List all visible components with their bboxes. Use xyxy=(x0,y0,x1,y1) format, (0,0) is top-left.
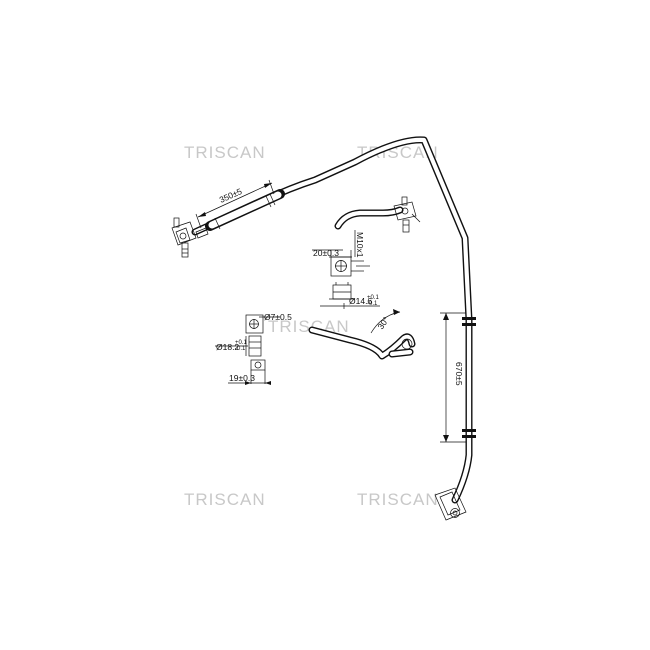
label-fitting-a-tol-lo: -0.1 xyxy=(367,301,378,307)
dim-main-hose-length: 670±5 xyxy=(440,312,466,443)
label-fitting-a-size: 20±0.3 xyxy=(313,248,339,258)
fitting-b-detail: Ø7±0.5 Ø18.2 +0.1 -0.1 19±0.3 xyxy=(215,312,292,385)
left-end-fitting xyxy=(171,217,209,258)
dim-angle: 30° xyxy=(370,309,401,334)
watermark-bottom-left: TRISCAN xyxy=(184,490,266,509)
label-fitting-b-bore: Ø7±0.5 xyxy=(264,312,292,322)
label-fitting-a-tol-hi: +0.1 xyxy=(367,295,380,301)
fitting-a-detail: 20±0.3 M10x1 Ø14.6 +0.1 -0.1 xyxy=(312,230,380,309)
label-main-hose-length: 670±5 xyxy=(454,362,464,386)
label-fitting-a-diameter: Ø14.6 xyxy=(349,296,372,306)
upper-small-pipe xyxy=(334,196,421,233)
middle-small-pipe xyxy=(308,326,416,360)
label-fitting-a-thread: M10x1 xyxy=(355,232,365,258)
bottom-end-fitting xyxy=(434,487,467,521)
label-angle: 30° xyxy=(375,315,391,331)
label-fitting-b-tol-hi: +0.1 xyxy=(235,340,248,346)
label-fitting-b-diameter: Ø18.2 xyxy=(216,342,239,352)
watermark-top-left: TRISCAN xyxy=(184,143,266,162)
label-fitting-b-tol-lo: -0.1 xyxy=(235,346,246,352)
watermark-bottom-right: TRISCAN xyxy=(357,490,439,509)
label-fitting-b-size: 19±0.3 xyxy=(229,373,255,383)
main-pipe xyxy=(191,136,476,504)
